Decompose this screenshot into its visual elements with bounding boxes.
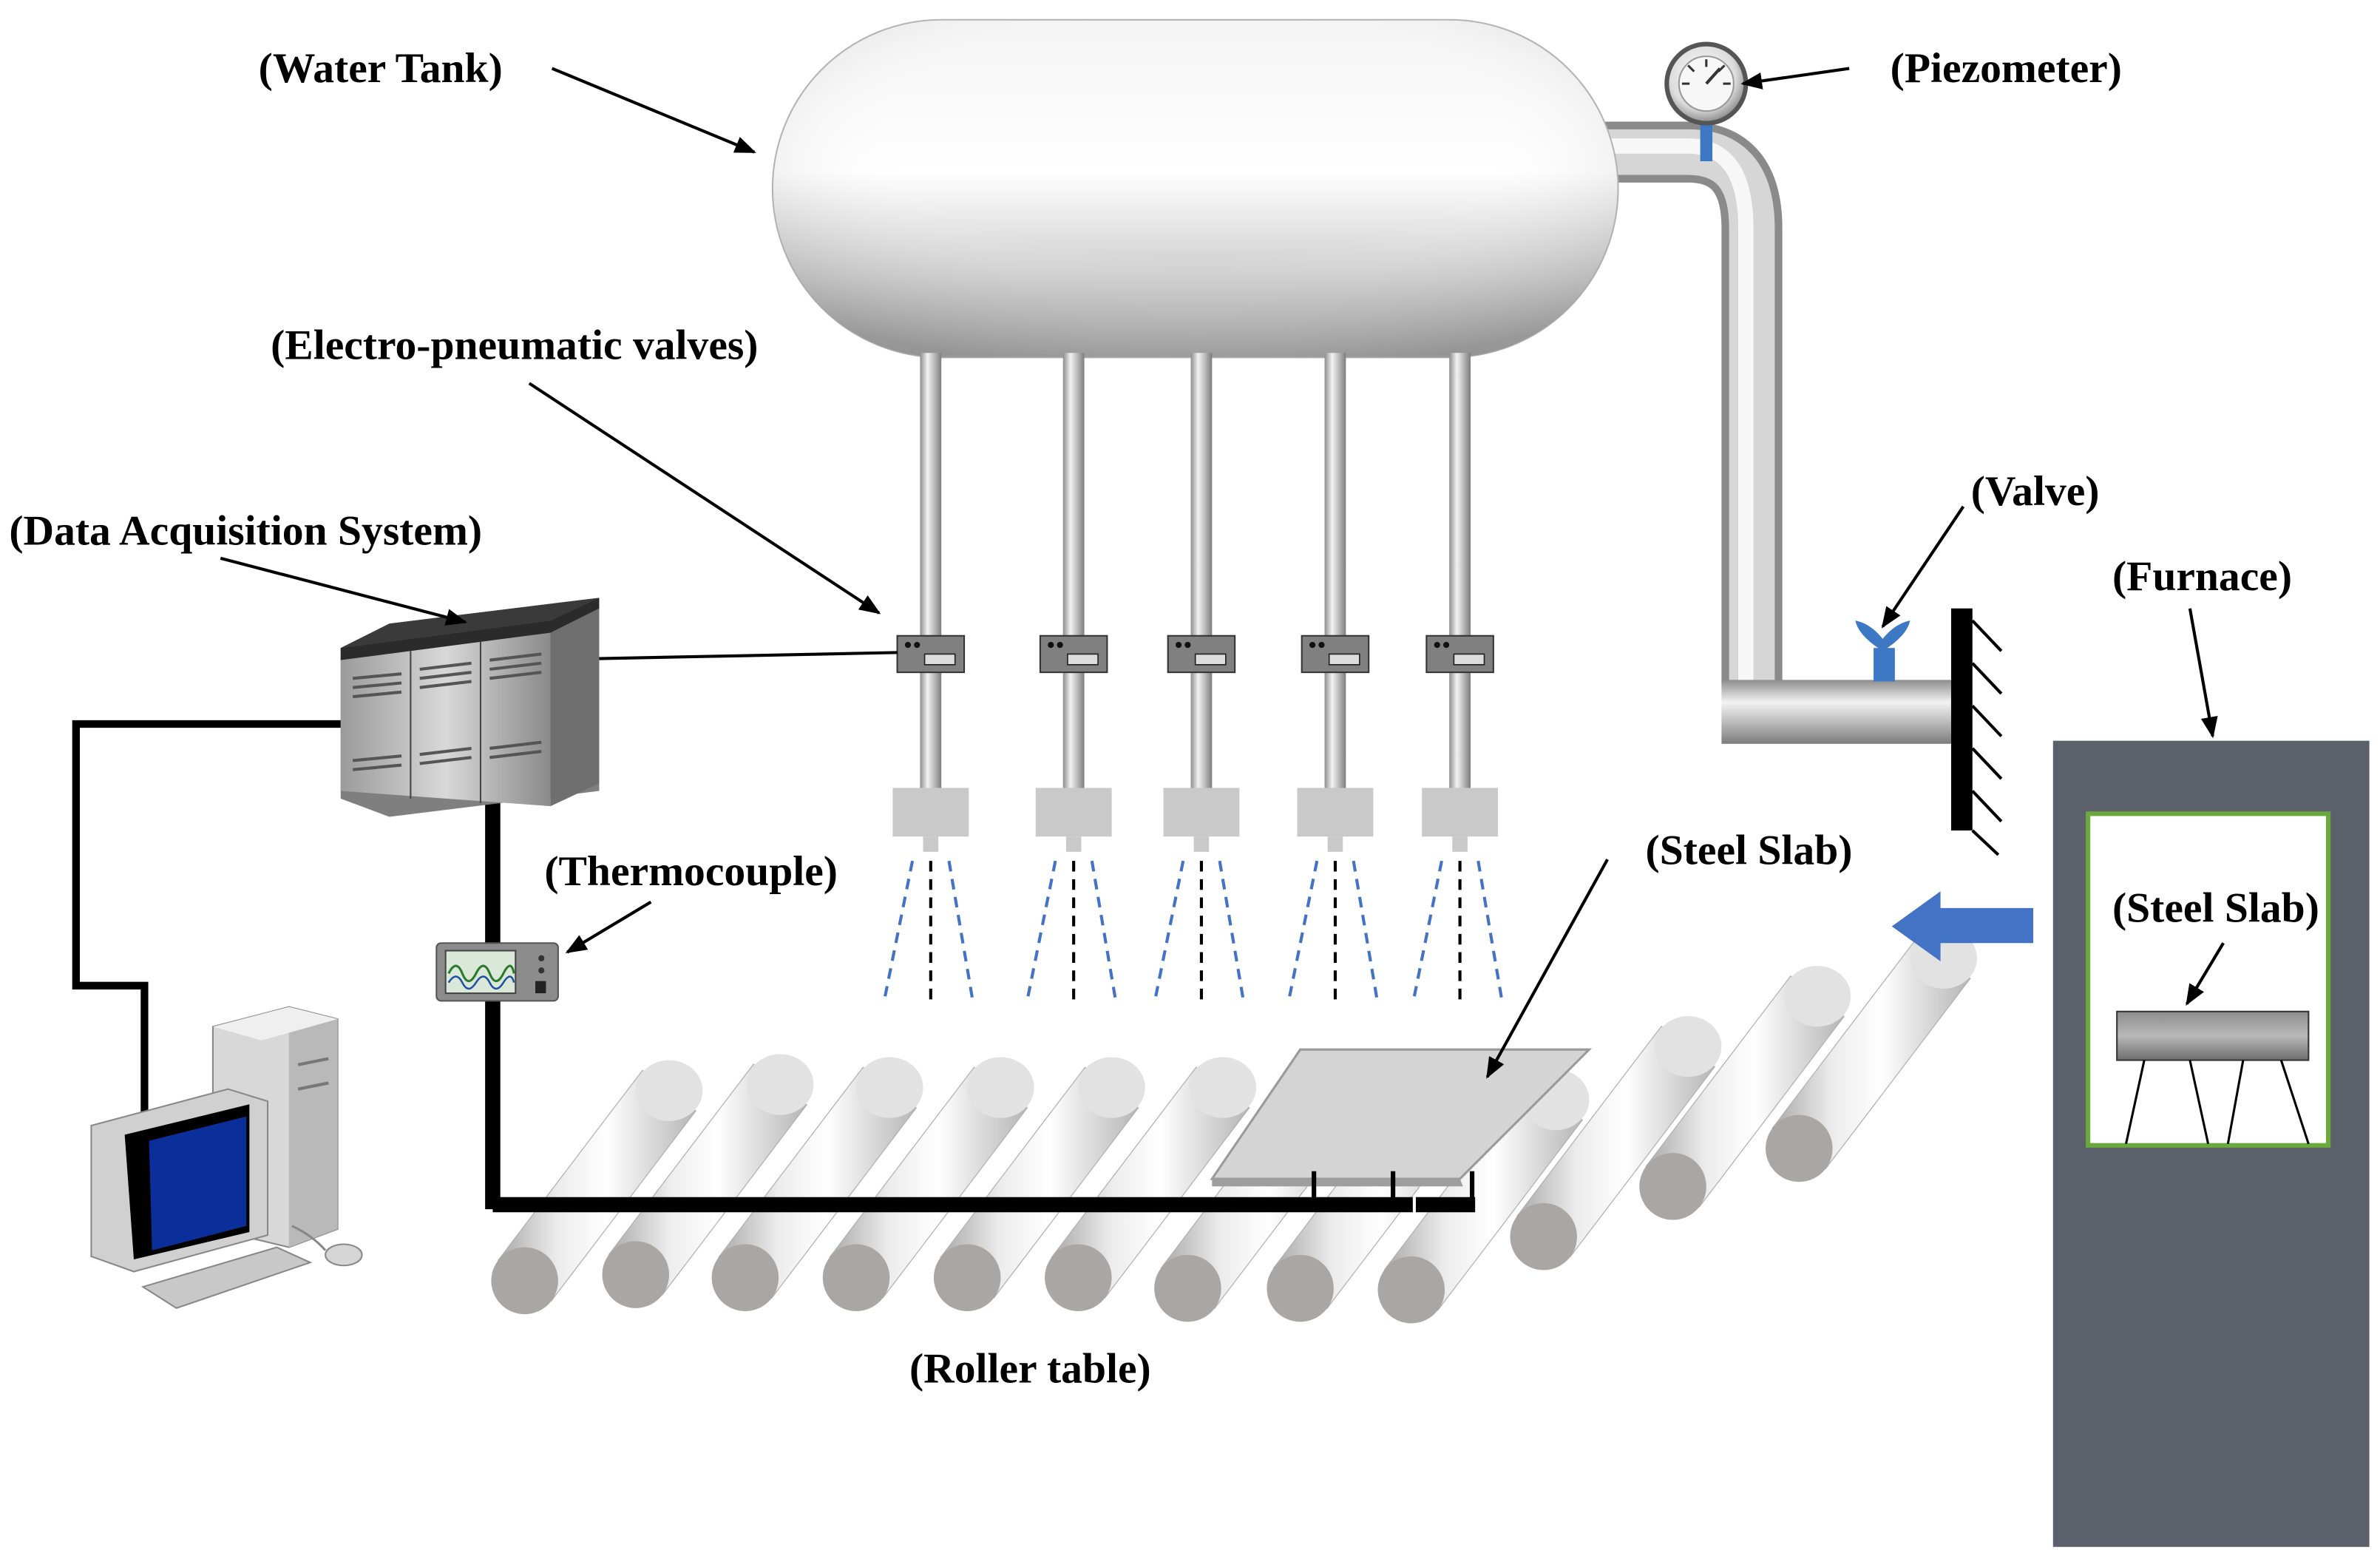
nozzle-pipe (1062, 353, 1085, 794)
water-spray-line (1090, 860, 1118, 1004)
label-roller-table: (Roller table) (909, 1346, 1151, 1393)
roller-end-cap (822, 1244, 890, 1311)
leader-lines (220, 67, 2225, 1079)
roller-far-end (1189, 1057, 1256, 1118)
data-acquisition-unit (340, 598, 600, 817)
roller-far-end (1654, 1015, 1722, 1077)
water-spray-line (1026, 860, 1057, 997)
label-steel-slab-roller: (Steel Slab) (1646, 827, 1853, 873)
roller-far-end (746, 1054, 814, 1115)
roller-far-end (635, 1060, 703, 1121)
steel-slab-on-rollers (1210, 1048, 1593, 1187)
roller-far-end (1078, 1057, 1145, 1118)
roller-far-end (856, 1057, 923, 1118)
valve-handle (1855, 620, 1911, 682)
label-electro-pneumatic-valves: (Electro-pneumatic valves) (271, 322, 758, 368)
roller-table (491, 927, 1977, 1324)
water-spray-line (1352, 860, 1380, 1004)
roller-end-cap (711, 1244, 779, 1311)
wall-mount (1950, 608, 2003, 856)
supply-pipe (1581, 121, 1958, 744)
roller-end-cap (602, 1241, 670, 1308)
spray-nozzle (892, 788, 969, 837)
nozzle-pipe (1449, 353, 1471, 794)
water-tank (771, 18, 1619, 359)
spray-nozzle (1035, 788, 1112, 837)
roller-end-cap (1639, 1153, 1706, 1220)
nozzle-pipe (920, 353, 942, 794)
water-spray-line (1477, 860, 1505, 1004)
roller-end-cap (933, 1244, 1001, 1311)
water-spray-line (1154, 860, 1185, 997)
water-spray-line (947, 860, 975, 1004)
roller-end-cap (1045, 1244, 1112, 1311)
computer-cable (72, 720, 344, 1118)
water-spray-line (1412, 860, 1443, 997)
spray-nozzle (1163, 788, 1240, 837)
water-spray-line (884, 860, 915, 997)
furnace (2052, 740, 2370, 1547)
nozzle-pipe (1190, 353, 1213, 794)
label-thermocouple: (Thermocouple) (544, 848, 838, 895)
water-spray-line (1218, 860, 1246, 1004)
monitor-screen (149, 1116, 247, 1251)
water-spray-line (1288, 860, 1319, 997)
slab-direction-arrow (1891, 891, 2034, 961)
nozzle-pipe (1324, 353, 1346, 794)
roller-end-cap (1510, 1202, 1577, 1271)
roller-end-cap (1154, 1254, 1221, 1322)
spray-nozzle (1297, 788, 1374, 837)
label-data-acquisition-system: (Data Acquisition System) (9, 507, 482, 554)
nozzle-array (884, 353, 1505, 1007)
computer-workstation (90, 1006, 363, 1309)
label-valve: (Valve) (1971, 468, 2100, 515)
roller-end-cap (1267, 1254, 1334, 1322)
label-water-tank: (Water Tank) (259, 45, 503, 92)
roller-end-cap (1766, 1114, 1833, 1182)
label-piezometer: (Piezometer) (1891, 45, 2122, 92)
roller-end-cap (1377, 1256, 1445, 1324)
label-furnace: (Furnace) (2112, 553, 2292, 600)
roller-far-end (967, 1057, 1034, 1118)
thermocouple-recorder (435, 942, 559, 1002)
label-steel-slab-furnace: (Steel Slab) (2112, 884, 2319, 931)
spray-nozzle (1422, 788, 1499, 837)
piezometer (1664, 41, 1749, 162)
roller-far-end (1783, 966, 1851, 1027)
roller-end-cap (491, 1247, 558, 1315)
daq-signal-line (599, 651, 898, 660)
thermocouple-wiring (485, 798, 1476, 1217)
